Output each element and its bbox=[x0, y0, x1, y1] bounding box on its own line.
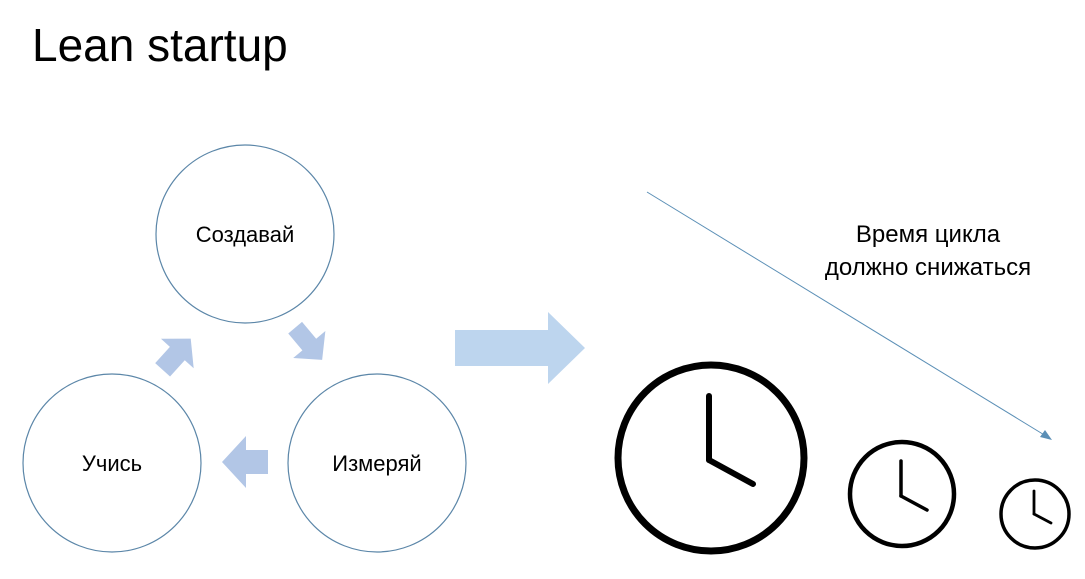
node-build: Создавай bbox=[155, 144, 335, 324]
clock-icon bbox=[614, 361, 808, 555]
arrow-build-to-measure bbox=[288, 321, 326, 360]
node-measure-label: Измеряй bbox=[332, 451, 421, 476]
arrow-measure-to-learn bbox=[222, 436, 268, 488]
clock-icon bbox=[847, 439, 957, 549]
clock-icon bbox=[999, 478, 1071, 550]
node-measure: Измеряй bbox=[287, 373, 467, 553]
node-learn-label: Учись bbox=[82, 451, 142, 476]
node-build-label: Создавай bbox=[196, 222, 295, 247]
slide-title: Lean startup bbox=[32, 19, 288, 71]
big-arrow bbox=[455, 312, 585, 384]
arrow-learn-to-build bbox=[155, 338, 194, 377]
node-learn: Учись bbox=[22, 373, 202, 553]
note-line-2: должно снижаться bbox=[825, 254, 1031, 281]
note-line-1: Время цикла bbox=[856, 221, 1001, 248]
trend-arrow bbox=[646, 191, 1052, 440]
